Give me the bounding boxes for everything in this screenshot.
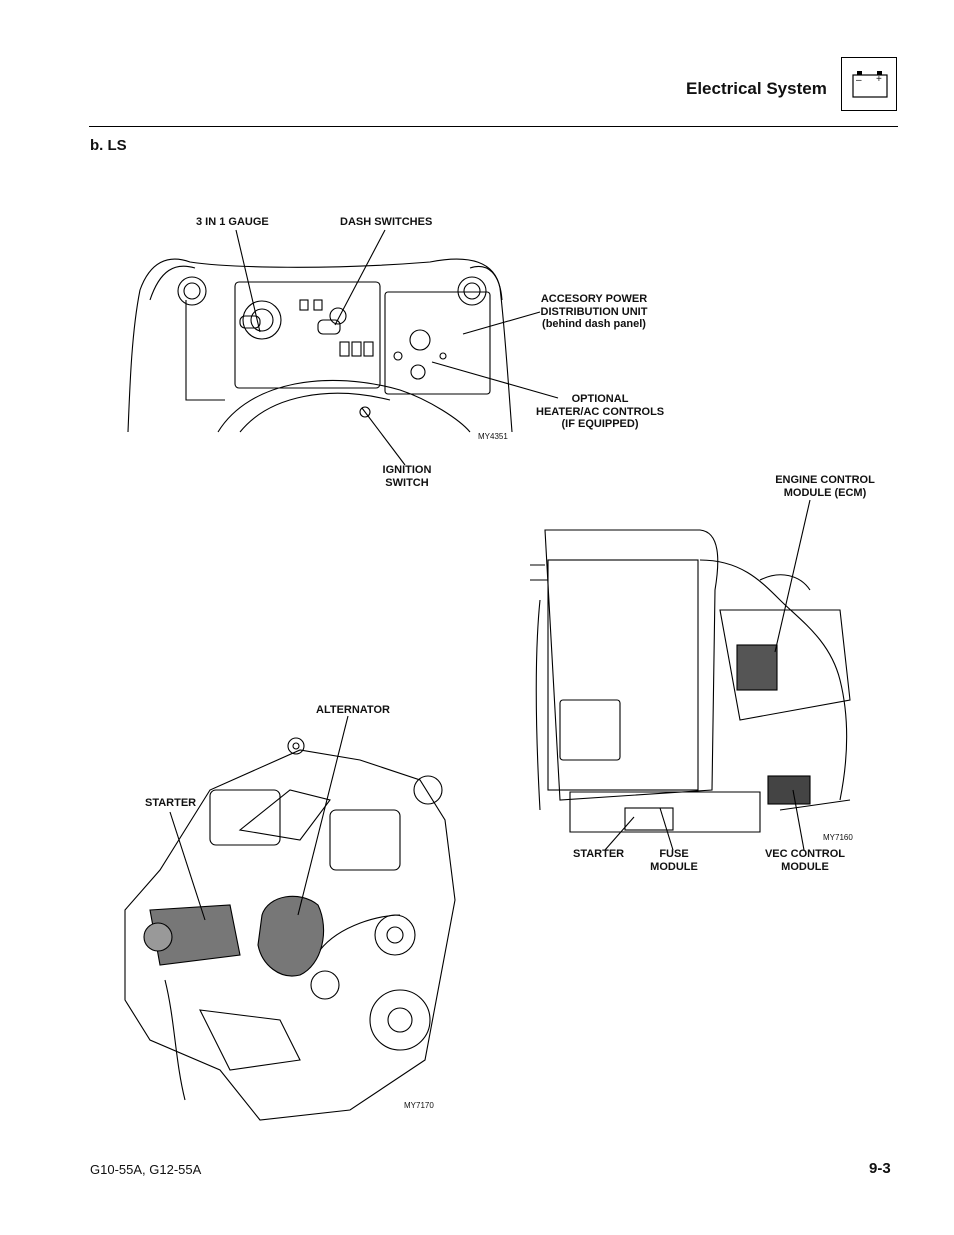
label-accessory-power-distribution-unit: ACCESORY POWER DISTRIBUTION UNIT (behind… xyxy=(534,293,654,331)
label-line: ENGINE CONTROL xyxy=(775,474,875,486)
label-line: (IF EQUIPPED) xyxy=(561,418,639,430)
subsection-heading: b. LS xyxy=(90,137,127,154)
label-line: MODULE xyxy=(781,860,829,873)
label-engine-control-module: ENGINE CONTROL MODULE (ECM) xyxy=(770,474,880,499)
left-engine-illustration xyxy=(124,737,456,1121)
footer-models: G10-55A, G12-55A xyxy=(90,1162,202,1177)
figure-id-dash: MY4351 xyxy=(478,432,508,441)
label-optional-heater-ac-controls: OPTIONAL HEATER/AC CONTROLS (IF EQUIPPED… xyxy=(536,393,664,431)
label-line: OPTIONAL xyxy=(571,393,629,405)
label-line: SWITCH xyxy=(385,476,429,489)
label-3-in-1-gauge: 3 IN 1 GAUGE xyxy=(196,216,269,228)
label-alternator: ALTERNATOR xyxy=(316,704,390,716)
label-line: FUSE xyxy=(659,848,689,860)
leader-lines xyxy=(169,229,811,921)
label-fuse-module: FUSE MODULE xyxy=(644,848,704,873)
battery-icon: – + xyxy=(841,57,897,111)
label-dash-switches: DASH SWITCHES xyxy=(340,216,433,228)
label-line: VEC CONTROL xyxy=(764,848,846,860)
label-line: MODULE (ECM) xyxy=(783,486,867,499)
figure-id-right-engine: MY7160 xyxy=(823,833,853,842)
label-line: (behind dash panel) xyxy=(542,318,646,330)
header-divider xyxy=(89,126,898,127)
battery-minus: – xyxy=(856,75,862,86)
label-ignition-switch: IGNITION SWITCH xyxy=(374,464,440,489)
figure-id-left-engine: MY7170 xyxy=(404,1101,434,1110)
label-line: ACCESORY POWER xyxy=(540,293,648,305)
label-line: DISTRIBUTION UNIT xyxy=(540,305,648,318)
label-line: HEATER/AC CONTROLS xyxy=(536,405,665,418)
label-vec-control-module: VEC CONTROL MODULE xyxy=(758,848,852,873)
section-title: Electrical System xyxy=(686,79,827,98)
battery-plus: + xyxy=(876,74,882,85)
page-number: 9-3 xyxy=(869,1160,891,1177)
label-starter-right: STARTER xyxy=(573,848,625,860)
label-line: MODULE xyxy=(650,860,698,873)
label-line: IGNITION xyxy=(382,464,432,476)
dash-illustration xyxy=(127,258,513,433)
right-engine-illustration xyxy=(530,529,851,833)
label-starter-left: STARTER xyxy=(145,797,197,809)
